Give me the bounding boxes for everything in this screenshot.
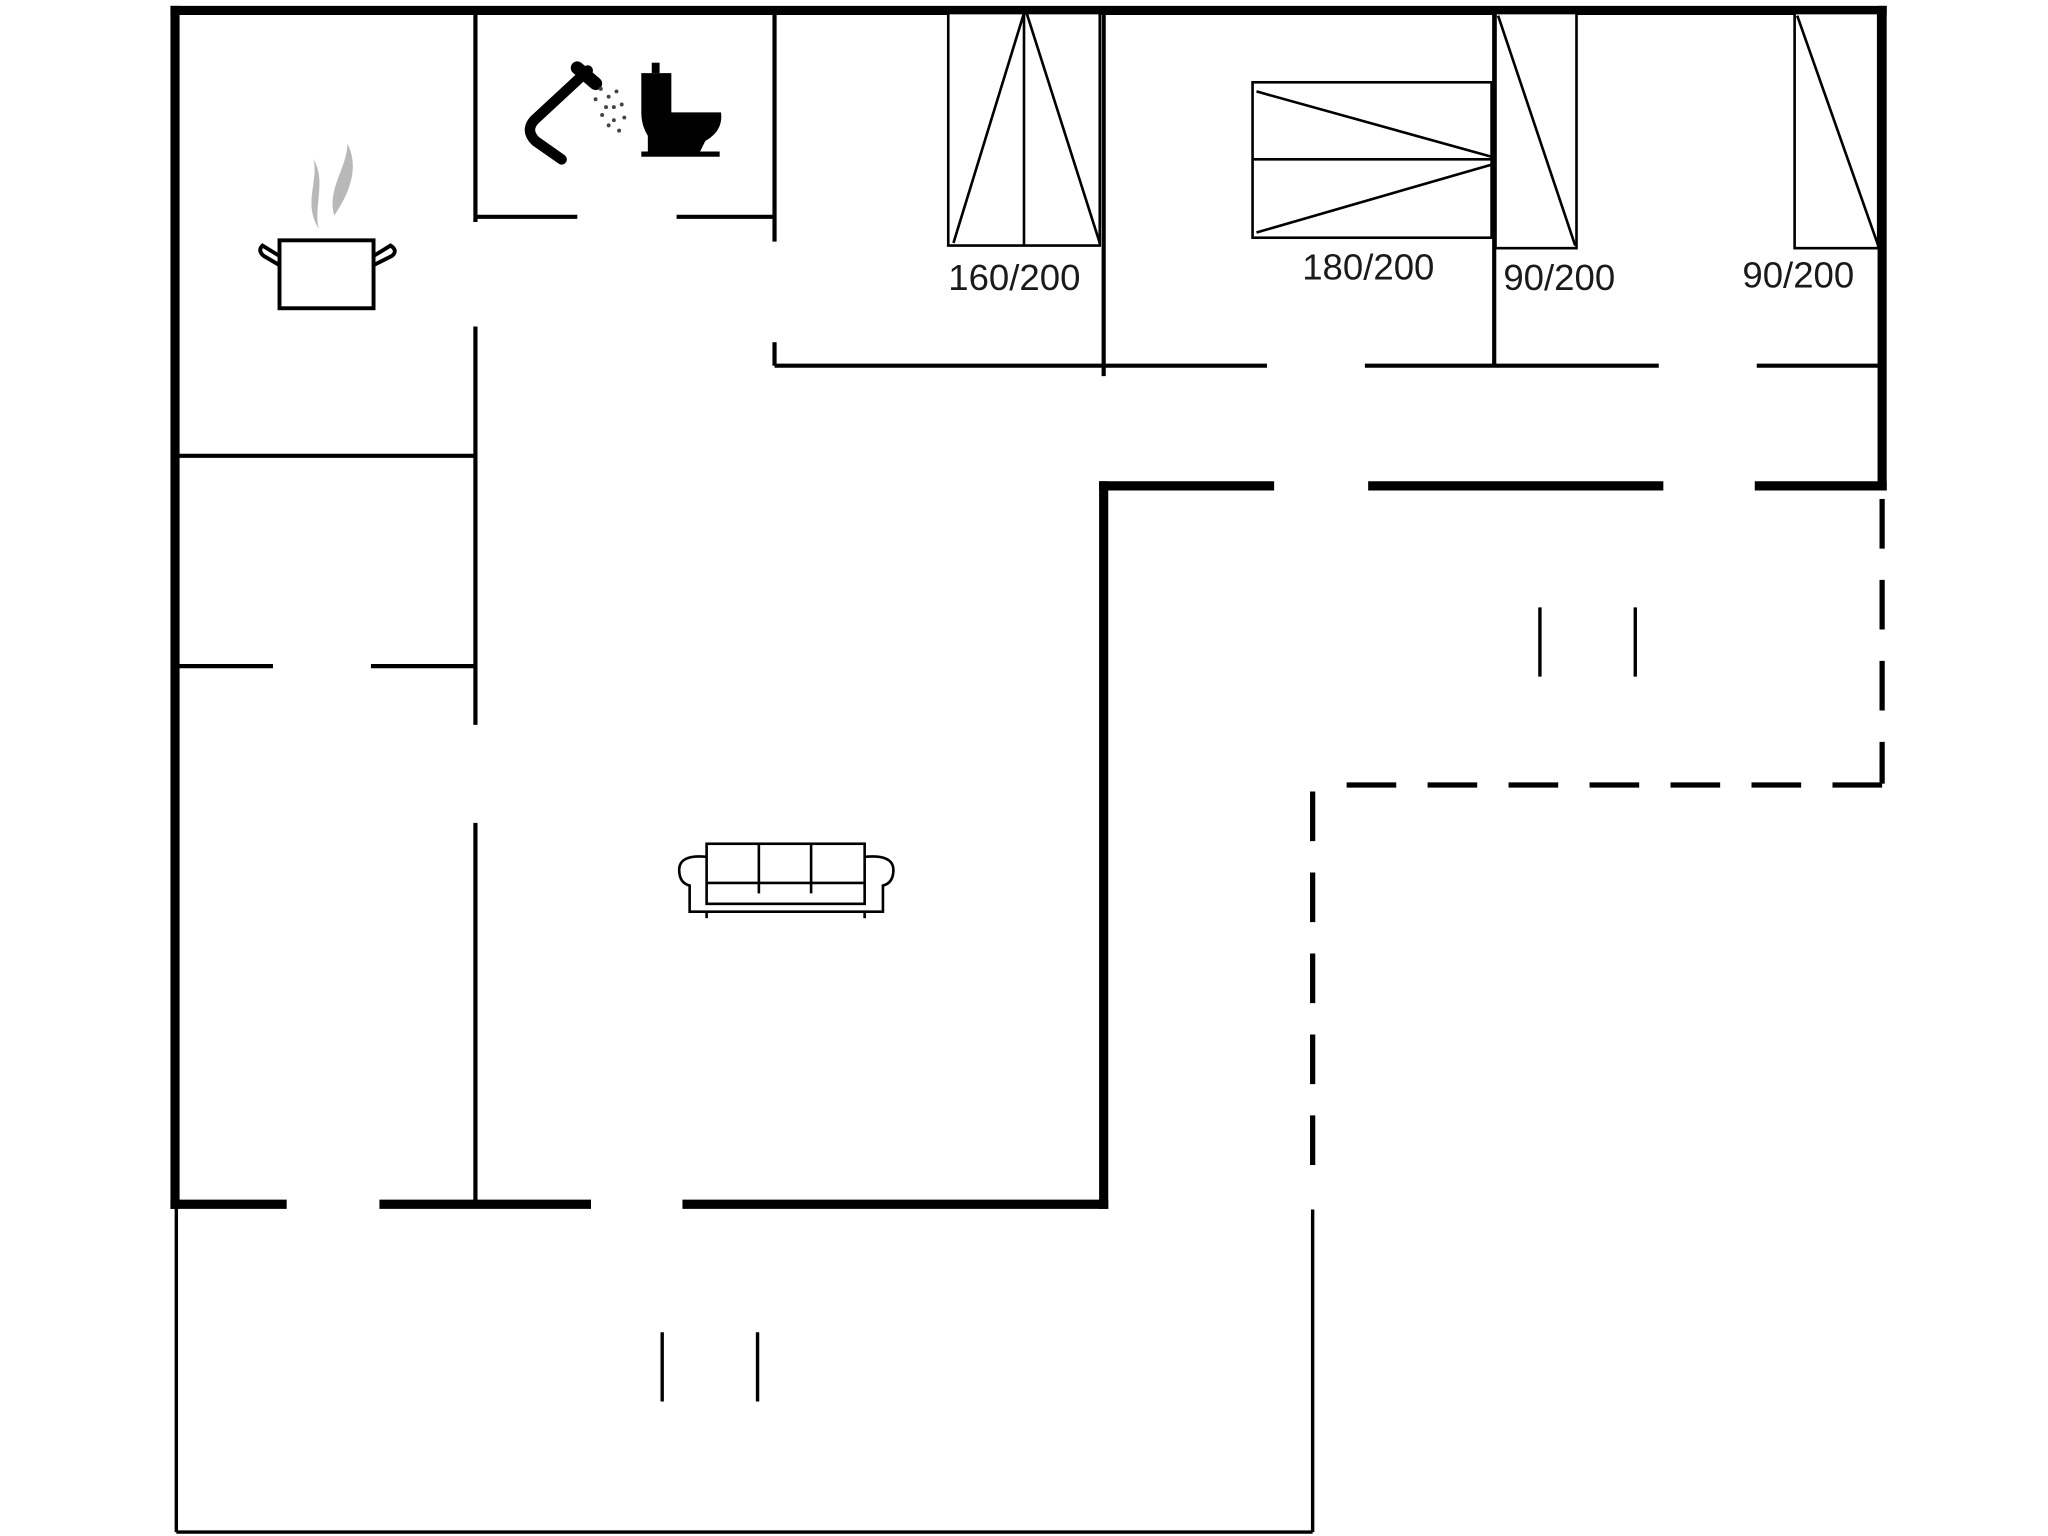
bed-size-label: 180/200: [1302, 247, 1434, 288]
sofa-icon: [677, 842, 895, 919]
bed-size-label: 90/200: [1742, 254, 1854, 295]
exterior-walls: [170, 5, 1887, 1209]
bed-size-label: 160/200: [948, 257, 1080, 298]
bed-180-200: 180/200: [1251, 80, 1493, 288]
bed-160-200: 160/200: [946, 11, 1102, 298]
bed-90-200-b: 90/200: [1742, 11, 1880, 295]
terrace-east: [1310, 498, 1885, 1176]
cooking-pot-icon: [258, 143, 397, 311]
terrace-south: [174, 1204, 1315, 1534]
shower-icon: [524, 61, 627, 165]
toilet-icon: [641, 62, 722, 157]
bed-90-200-a: 90/200: [1494, 11, 1615, 298]
bed-size-label: 90/200: [1503, 257, 1615, 298]
